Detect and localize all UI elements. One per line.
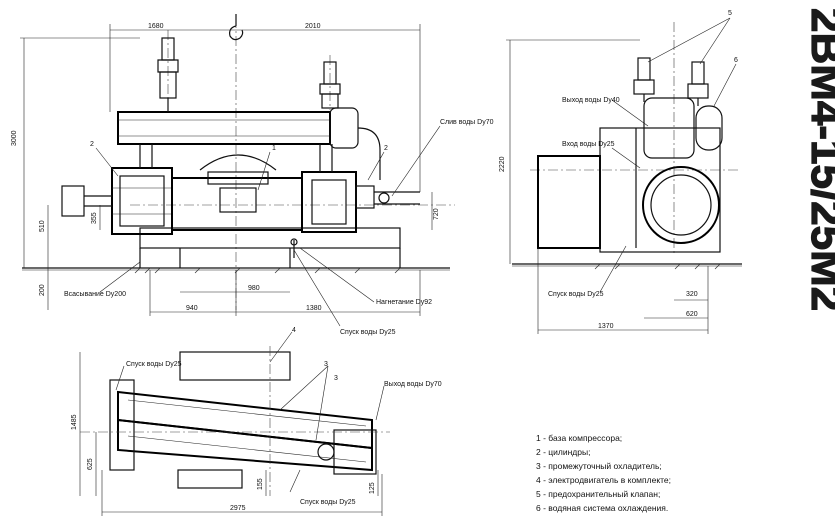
front-view: 1680 2010 3000 510 355 200 720 940 980 1…	[11, 14, 494, 336]
dim-1485: 1485	[71, 414, 78, 430]
model-title: 2ВМ4-15/25М2	[802, 8, 835, 311]
callout-3-a: 3	[324, 361, 328, 368]
dim-2220: 2220	[499, 156, 506, 172]
dim-2975: 2975	[230, 505, 246, 512]
label-drain-bottom: Спуск воды Dy25	[340, 329, 396, 336]
dim-510: 510	[39, 220, 46, 232]
legend-item-3: 3 - промежуточный охладитель;	[536, 461, 662, 471]
label-plan-water-out: Выход воды Dy70	[384, 381, 442, 388]
dim-2010: 2010	[305, 23, 321, 30]
dim-155: 155	[257, 478, 264, 490]
dim-720: 720	[433, 208, 440, 220]
label-plan-drain-top: Спуск воды Dy25	[126, 361, 182, 368]
callout-4: 4	[292, 327, 296, 334]
legend: 1 - база компрессора; 2 - цилиндры; 3 - …	[536, 433, 671, 513]
legend-item-1: 1 - база компрессора;	[536, 433, 622, 443]
lifting-hook-icon	[229, 14, 244, 41]
legend-item-2: 2 - цилиндры;	[536, 447, 590, 457]
ground-hatch	[134, 267, 401, 274]
safety-valve-right	[319, 61, 341, 109]
dim-125: 125	[369, 482, 376, 494]
label-water-out: Выход воды Dy40	[562, 97, 620, 104]
dim-3000: 3000	[11, 130, 18, 146]
callout-5: 5	[728, 10, 732, 17]
dim-320: 320	[686, 291, 698, 298]
callout-3-b: 3	[334, 375, 338, 382]
side-ground-hatch	[594, 263, 721, 270]
legend-item-4: 4 - электродвигатель в комплекте;	[536, 475, 671, 485]
callout-2-left: 2	[90, 141, 94, 148]
dim-1680: 1680	[148, 23, 164, 30]
callout-2-right: 2	[384, 145, 388, 152]
dim-1370: 1370	[598, 323, 614, 330]
callout-6: 6	[734, 57, 738, 64]
label-suction: Всасывание Dy200	[64, 291, 126, 298]
legend-item-6: 6 - водяная система охлаждения.	[536, 503, 668, 513]
label-drain-top: Слив воды Dy70	[440, 119, 494, 126]
dim-980: 980	[248, 285, 260, 292]
plan-view: 4 3 3 Спуск воды Dy25 Выход воды Dy70 Сп…	[71, 327, 442, 516]
callout-1: 1	[272, 145, 276, 152]
dim-620: 620	[686, 311, 698, 318]
label-side-drain: Спуск воды Dy25	[548, 291, 604, 298]
dim-940: 940	[186, 305, 198, 312]
label-plan-drain-bottom: Спуск воды Dy25	[300, 499, 356, 506]
dim-1380: 1380	[306, 305, 322, 312]
dim-200: 200	[39, 284, 46, 296]
label-water-in: Вход воды Dy25	[562, 141, 615, 148]
safety-valve-left	[157, 37, 179, 112]
side-view: 5 6 Выход воды Dy40 Вход воды Dy25 Спуск…	[499, 10, 742, 334]
legend-item-5: 5 - предохранительный клапан;	[536, 489, 660, 499]
dim-625: 625	[87, 458, 94, 470]
dim-355: 355	[91, 212, 98, 224]
label-discharge: Нагнетание Dy92	[376, 299, 432, 306]
